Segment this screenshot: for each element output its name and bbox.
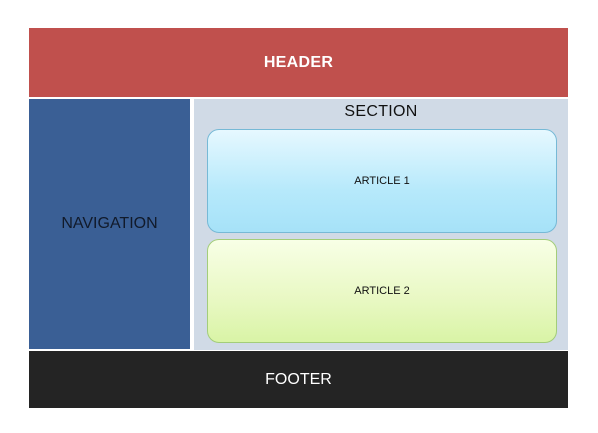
article-1-block: ARTICLE 1 — [207, 129, 557, 233]
page-layout-diagram: HEADER NAVIGATION SECTION ARTICLE 1 ARTI… — [29, 28, 568, 408]
section-block: SECTION ARTICLE 1 ARTICLE 2 — [194, 99, 568, 350]
article-2-block: ARTICLE 2 — [207, 239, 557, 343]
footer-label: FOOTER — [265, 370, 332, 388]
navigation-label: NAVIGATION — [61, 215, 158, 232]
divider — [29, 97, 568, 99]
article-1-label: ARTICLE 1 — [354, 175, 410, 187]
navigation-block: NAVIGATION — [29, 99, 192, 349]
article-2-label: ARTICLE 2 — [354, 285, 410, 297]
header-block: HEADER — [29, 28, 568, 97]
section-title: SECTION — [344, 103, 418, 120]
footer-block: FOOTER — [29, 351, 568, 408]
header-label: HEADER — [263, 53, 334, 71]
